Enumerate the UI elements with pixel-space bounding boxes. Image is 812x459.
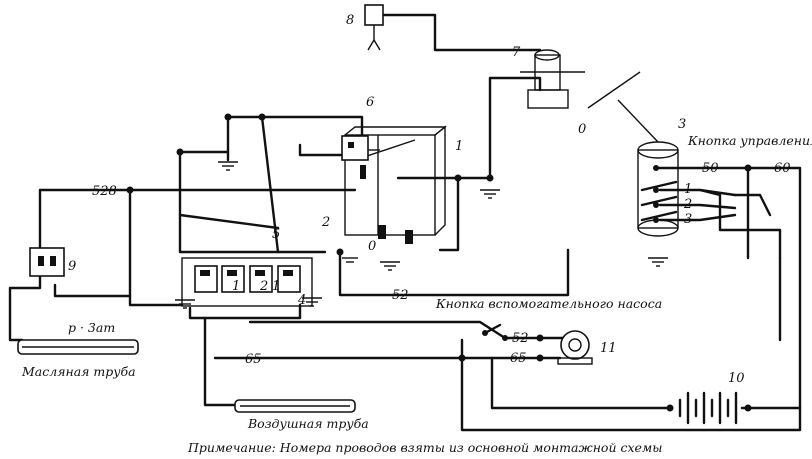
label-10: 10	[728, 371, 745, 386]
junctions	[126, 113, 752, 412]
wire-52-pump: 52	[512, 331, 529, 346]
wire-60: 60	[774, 161, 791, 176]
label-7: 7	[512, 45, 521, 60]
pos-3: 3	[684, 212, 692, 227]
pos-2: 2	[683, 197, 692, 212]
sensor-7	[520, 49, 585, 109]
pos-1: 1	[684, 182, 692, 197]
oil-pipe	[17, 339, 139, 355]
wire-50: 50	[702, 161, 719, 176]
battery-10	[678, 391, 738, 425]
label-8: 8	[346, 13, 354, 28]
label-9: 9	[68, 259, 76, 274]
control-button-label: Кнопка управления	[687, 133, 812, 148]
label-0-ctrl: 0	[368, 239, 376, 254]
label-2: 2	[321, 215, 330, 230]
label-0-switch: 0	[578, 122, 586, 137]
oil-pipe-label: Масляная труба	[21, 364, 136, 379]
pump-button-label: Кнопка вспомогательного насоса	[435, 296, 662, 311]
air-pipe	[234, 399, 356, 413]
relay-term-2: 2	[259, 279, 268, 294]
wire-528: 528	[92, 184, 117, 199]
relay-6	[341, 135, 380, 161]
oil-pressure-relay-9	[29, 247, 65, 277]
relay-term-1b: 1	[272, 279, 280, 294]
wire-65-left: 65	[245, 352, 262, 367]
label-1: 1	[455, 139, 463, 154]
labels: 1 2 0 3 4 5 6 7 8 9 10 11 0 1 2 3 1 2 1 …	[21, 13, 812, 455]
ground-symbols	[175, 161, 668, 309]
label-4: 4	[297, 293, 306, 308]
pump-button	[482, 323, 508, 341]
valve-8	[364, 4, 384, 51]
label-3: 3	[678, 117, 686, 132]
wire-52-mid: 52	[392, 288, 409, 303]
label-5: 5	[272, 227, 280, 242]
label-11: 11	[600, 341, 617, 356]
wire-65: 65	[510, 351, 527, 366]
air-pipe-label: Воздушная труба	[247, 416, 369, 431]
label-6: 6	[366, 95, 374, 110]
pump-motor-11	[557, 330, 593, 365]
control-button-3	[587, 71, 679, 237]
relay-term-1a: 1	[232, 279, 240, 294]
pressure-label: р · 3ат	[68, 320, 115, 335]
relay-block-4	[181, 257, 313, 307]
footnote: Примечание: Номера проводов взяты из осн…	[187, 440, 662, 455]
